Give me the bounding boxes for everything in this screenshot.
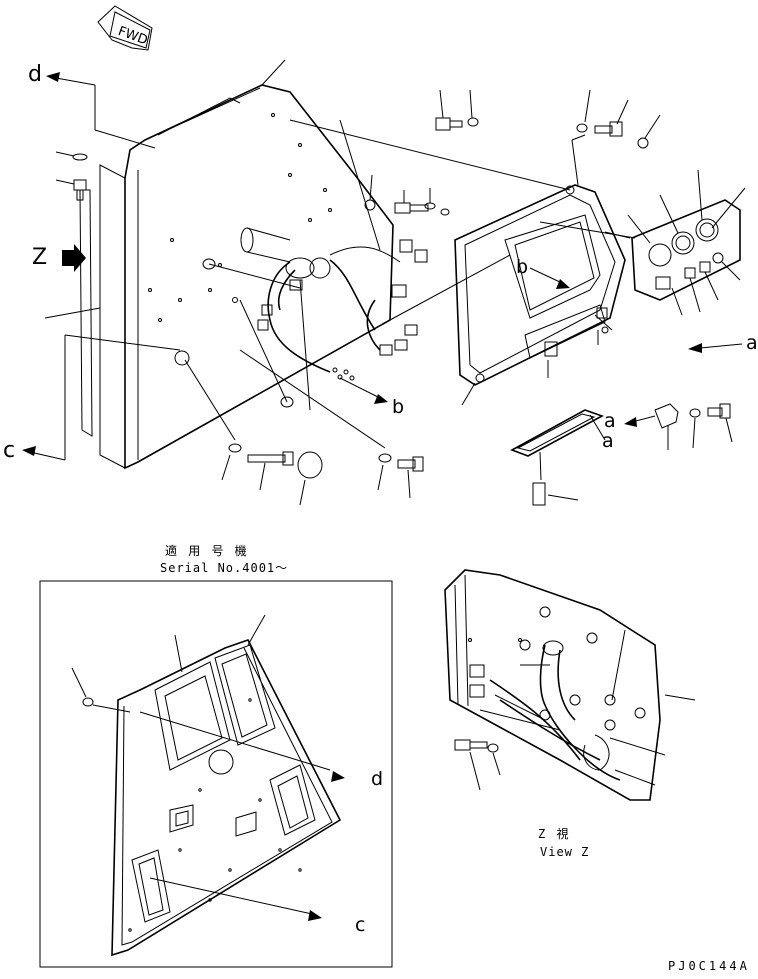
callout-label-c-top: c: [3, 438, 16, 463]
switch-parts: [654, 403, 733, 450]
leader-lines-top: [44, 59, 571, 460]
callout-label-c-box: c: [355, 914, 366, 936]
drawing-code: PJ0C144A: [668, 959, 750, 973]
callout-label-d-box: d: [371, 768, 384, 790]
callout-arrow-a-right: [688, 343, 743, 353]
applicability-serial: Serial No.4001〜: [160, 561, 289, 575]
gauge-panel: [627, 169, 746, 316]
main-cover-panel: [79, 84, 394, 470]
callout-arrow-a-lower: [624, 415, 656, 427]
callout-arrow-c-box: [308, 910, 322, 921]
callout-arrow-d-box: [331, 771, 345, 782]
callout-label-a-lower: a: [604, 410, 616, 432]
callout-label-b-frame: b: [516, 256, 529, 278]
serial-variant-box: [39, 580, 393, 968]
bolt-washer-left: [55, 151, 88, 201]
callout-label-a-right: a: [746, 332, 758, 354]
view-z-en: View Z: [540, 845, 590, 859]
wiring-harness-top: [202, 199, 428, 408]
fwd-arrow-icon: [97, 5, 153, 51]
callout-arrow-b-top: [339, 377, 388, 404]
bolts-bottom-top: [221, 443, 424, 506]
callout-arrow-d-top: [46, 72, 96, 86]
bolts-center: [369, 174, 450, 216]
callout-label-z: Z: [32, 245, 48, 270]
view-z-jp: Z 視: [538, 827, 571, 841]
applicability-jp: 適 用 号 機: [165, 544, 249, 558]
view-z-detail: [444, 569, 696, 801]
leader-frame-gauge: [539, 221, 636, 345]
callout-label-a-plate: a: [602, 430, 614, 452]
gasket-plate: [510, 409, 606, 506]
view-z-arrow-icon: [62, 244, 86, 272]
dash-frame: [454, 184, 626, 406]
callout-label-b-top: b: [392, 396, 405, 418]
callout-label-d-top: d: [28, 62, 42, 87]
frame-bolts: [435, 89, 661, 186]
callout-arrow-c-top: [22, 446, 66, 461]
callout-arrow-b-frame: [529, 267, 570, 289]
